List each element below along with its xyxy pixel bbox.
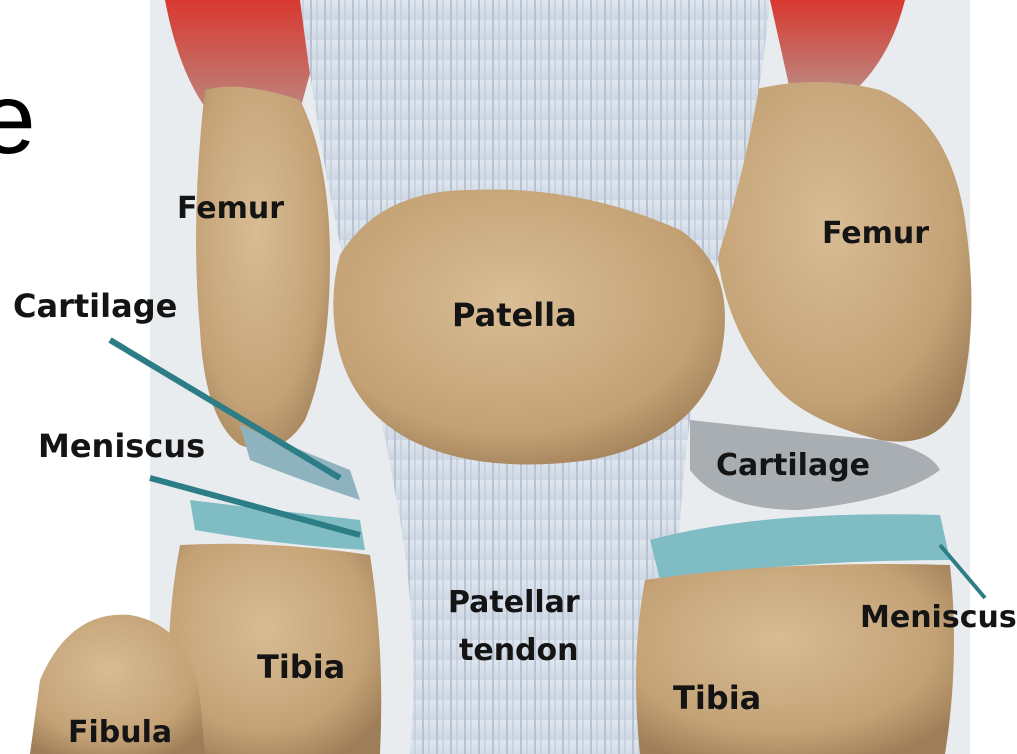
- label-patellar-tendon-line1: Patellar: [448, 585, 580, 620]
- label-patella: Patella: [452, 296, 577, 334]
- label-meniscus-left: Meniscus: [38, 427, 205, 465]
- label-cartilage-right: Cartilage: [716, 448, 870, 483]
- label-meniscus-right: Meniscus: [860, 600, 1017, 635]
- label-cartilage-left: Cartilage: [13, 287, 177, 325]
- label-femur-right: Femur: [822, 216, 929, 251]
- label-fibula: Fibula: [68, 715, 172, 750]
- label-tibia-left: Tibia: [257, 648, 345, 686]
- label-tibia-right: Tibia: [673, 679, 761, 717]
- label-patellar-tendon-line2: tendon: [459, 633, 579, 668]
- tibia-right: [636, 564, 954, 754]
- femur-left: [196, 87, 330, 449]
- label-femur-left: Femur: [177, 191, 284, 226]
